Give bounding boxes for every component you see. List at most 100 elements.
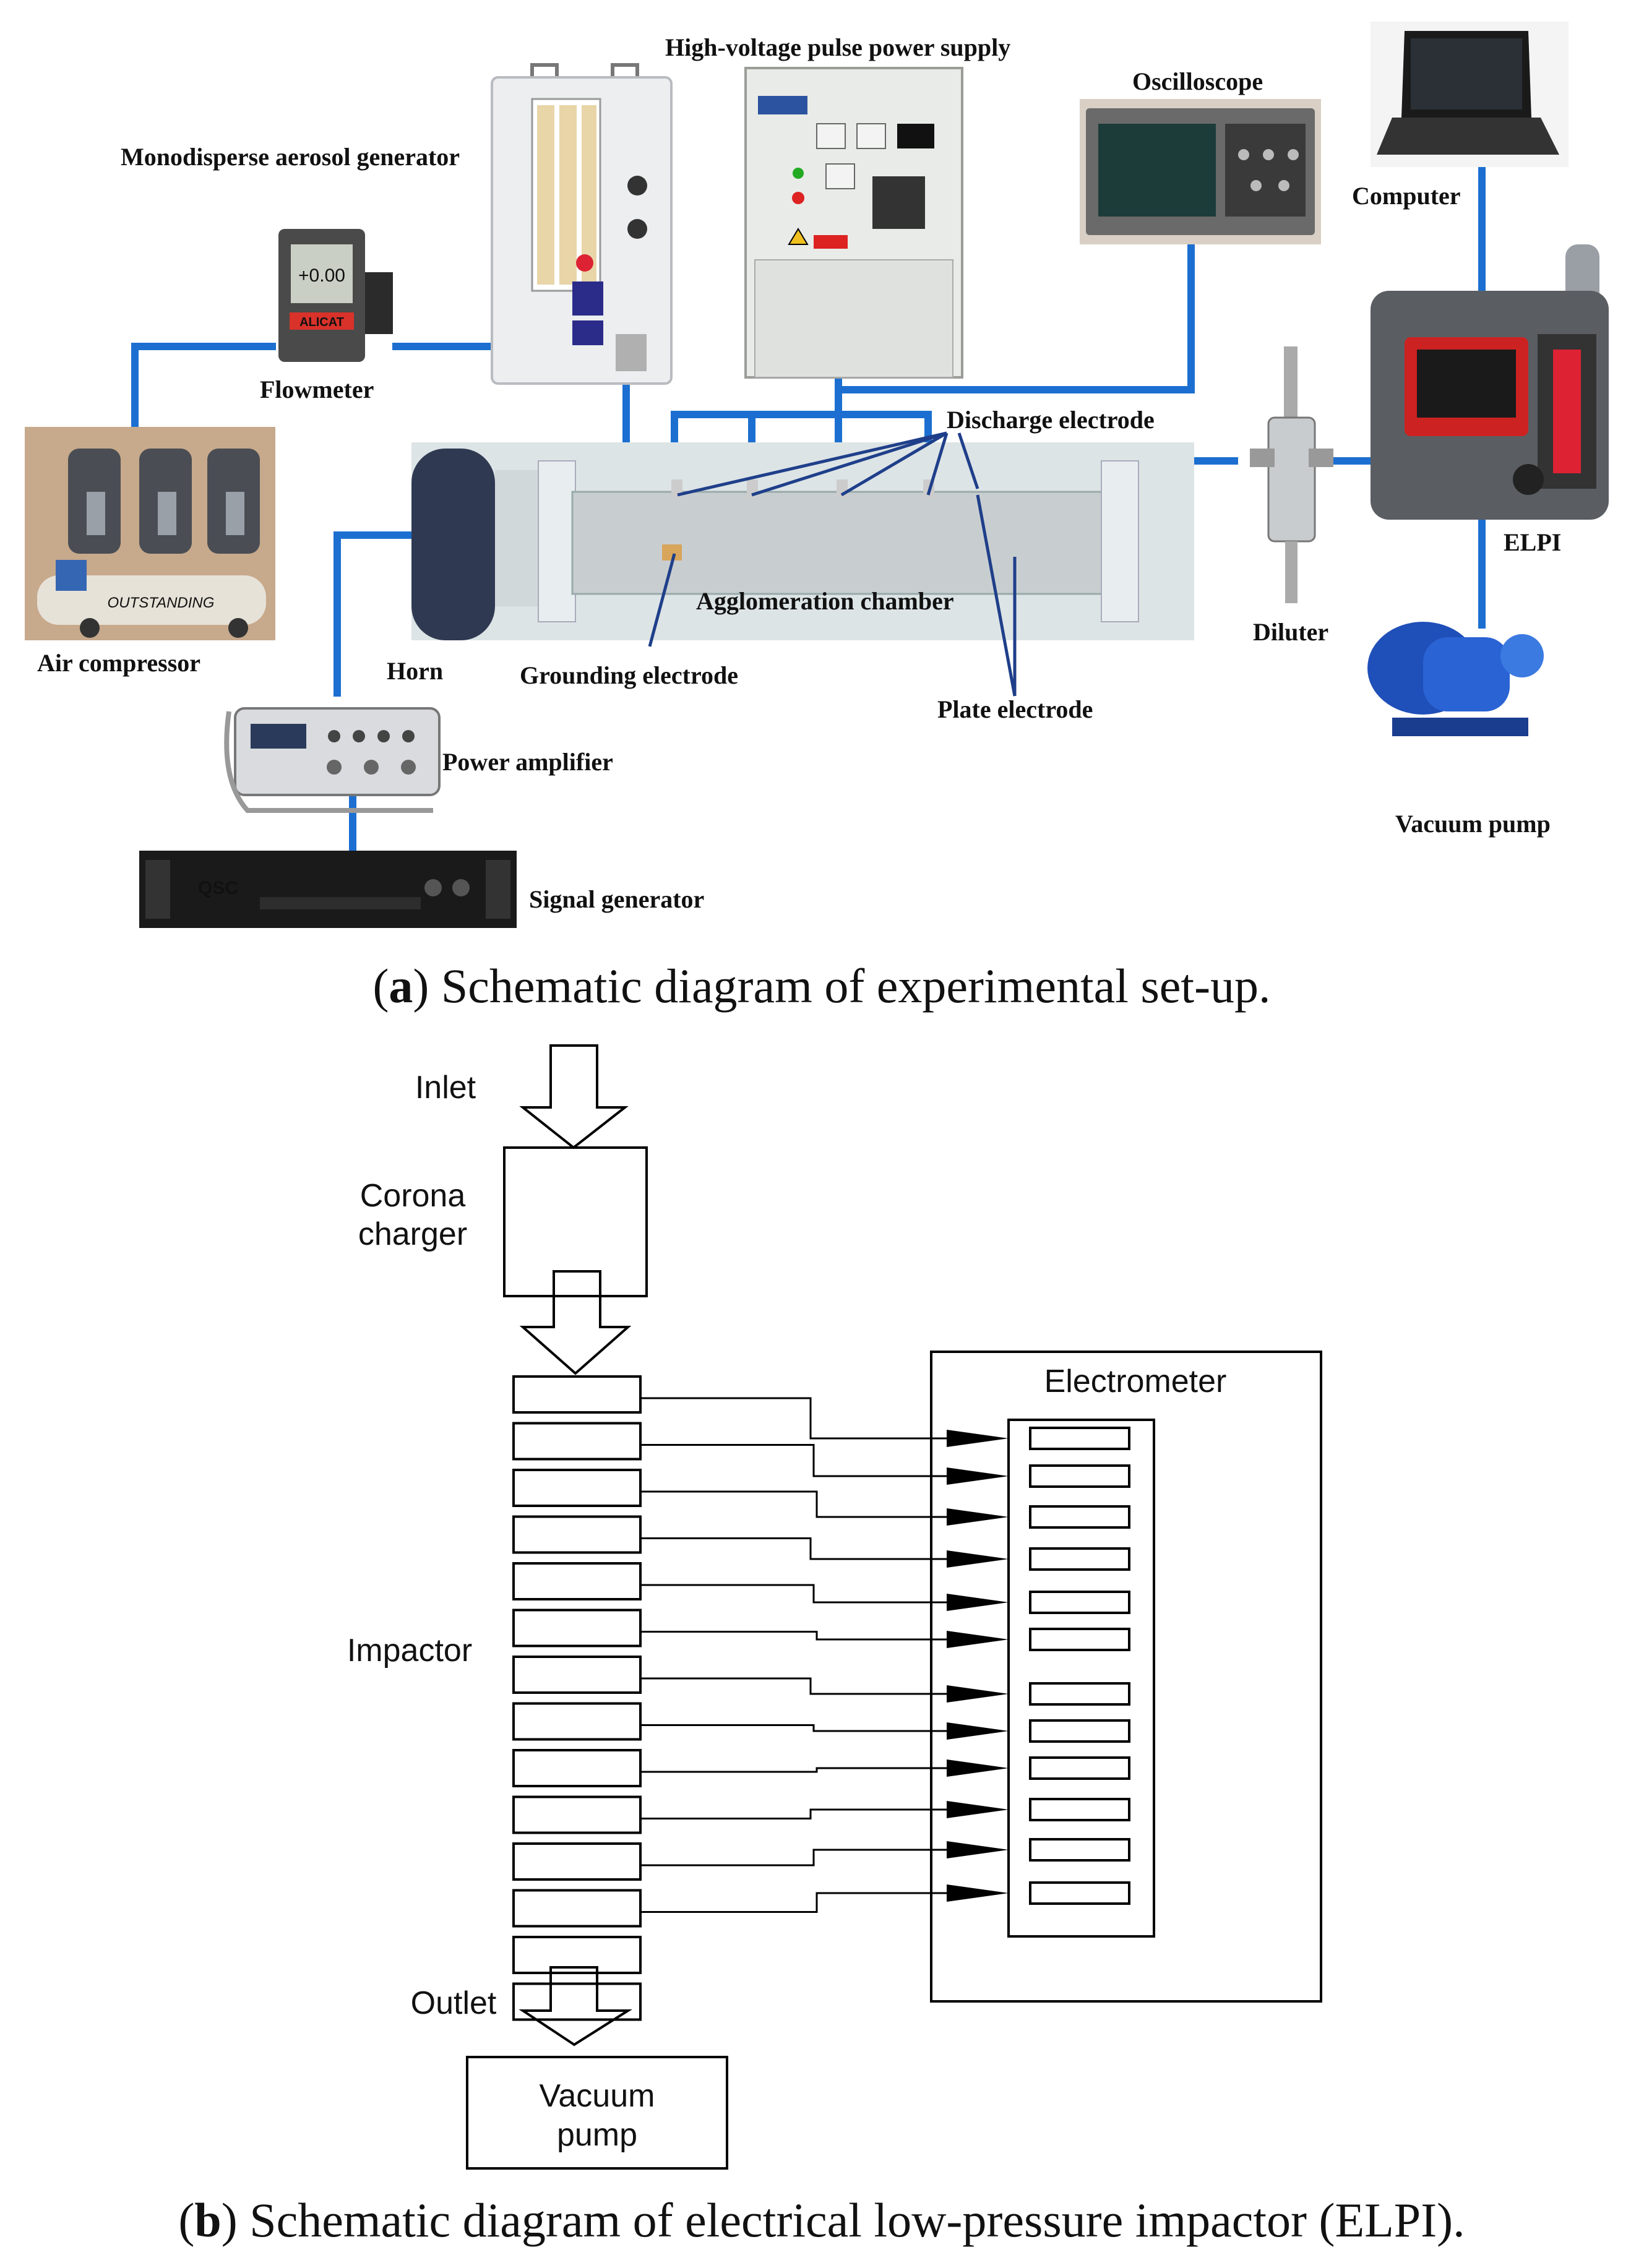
flowmeter-display-value: +0.00 [298,265,345,286]
impactor-stage [512,1422,642,1461]
electrometer-channel [1029,1682,1130,1706]
outlet-arrow [519,1966,632,2047]
electrometer-channel [1029,1719,1130,1743]
electrometer-channel [1029,1628,1130,1651]
stage-wire [640,1537,947,1560]
label-pump: pump [557,2117,637,2153]
label-diluter: Diluter [1253,618,1328,646]
label-signal-generator: Signal generator [529,885,704,913]
impactor-stage [512,1795,642,1834]
impactor-stage [512,1749,642,1787]
wire-arrowhead [947,1841,1009,1858]
label-air-compressor: Air compressor [37,649,200,677]
inlet-arrow [519,1044,629,1149]
impactor-stage [512,1469,642,1507]
impactor-stage [512,1702,642,1741]
oscilloscope-image [1080,99,1321,244]
wire-arrowhead [947,1631,1009,1648]
impactor-stage [512,1842,642,1881]
label-horn: Horn [387,657,443,685]
impactor-stages [512,1375,642,2021]
wire-arrowhead [947,1801,1009,1818]
label-flowmeter: Flowmeter [260,376,374,403]
label-corona: Corona [360,1178,466,1214]
electrometer-channel [1029,1756,1130,1780]
impactor-stage [512,1609,642,1647]
vacuum-pump-image [1367,622,1544,736]
electrometer-channel [1029,1881,1130,1905]
stage-wires [640,1397,1009,1913]
charger-outlet-arrow [519,1270,632,1375]
caption-a-letter: a [389,959,413,1013]
panel-b: Inlet Corona charger Impactor Electromet… [178,1044,1465,2247]
label-vacuum: Vacuum [540,2078,655,2114]
label-plate-electrode: Plate electrode [937,695,1093,723]
stage-wire [640,1677,947,1695]
electrometer-inner-panel [1007,1419,1155,1938]
caption-a: (a) Schematic diagram of experimental se… [372,959,1270,1013]
compressor-brand: OUTSTANDING [108,595,215,611]
electrometer-channel [1029,1838,1130,1862]
label-discharge-electrode: Discharge electrode [947,406,1155,434]
electrometer-frame [930,1351,1322,2003]
air-compressor-image: OUTSTANDING [25,427,275,640]
panel-a: +0.00 ALICAT OUTSTANDING [25,22,1609,1013]
impactor-stage [512,1375,642,1414]
stage-wire [640,1397,947,1440]
wire-arrowhead [947,1594,1009,1611]
electrometer-channel [1029,1591,1130,1614]
label-oscilloscope: Oscilloscope [1132,67,1263,95]
label-charger: charger [358,1216,467,1252]
stage-wire [640,1892,947,1913]
stage-wire [640,1584,947,1604]
impactor-stage [512,1515,642,1554]
label-aerosol-generator: Monodisperse aerosol generator [121,143,460,171]
label-agglomeration-chamber: Agglomeration chamber [696,587,954,615]
agglomeration-chamber-image [411,442,1194,640]
label-vacuum-pump: Vacuum pump [1395,810,1551,838]
caption-b-text: ) Schematic diagram of electrical low-pr… [222,2193,1465,2247]
caption-b: (b) Schematic diagram of electrical low-… [178,2193,1465,2247]
aerosol-generator-image [491,63,673,385]
label-grounding-electrode: Grounding electrode [520,661,738,689]
stage-wire [640,1808,947,1819]
label-elpi: ELPI [1504,528,1561,556]
wire-arrowhead [947,1759,1009,1777]
flowmeter-brand: ALICAT [299,316,344,329]
stage-wire [640,1631,947,1641]
diluter-image [1250,346,1333,603]
impactor-stage [512,1562,642,1600]
vacuum-pump-box [466,2056,728,2170]
stage-wire [640,1767,947,1773]
impactor-stage [512,1889,642,1928]
label-inlet: Inlet [415,1070,476,1106]
label-computer: Computer [1352,182,1461,210]
wire-arrowhead [947,1430,1009,1447]
electrometer-channel [1029,1464,1130,1488]
electrometer-channel [1029,1505,1130,1529]
electrometer-cells [1029,1427,1130,1905]
hv-power-supply-image [744,67,963,379]
electrometer-channel [1029,1427,1130,1450]
electrometer-channel [1029,1798,1130,1821]
stage-wire [640,1724,947,1732]
wire-arrowhead [947,1467,1009,1485]
wire-arrowhead [947,1884,1009,1902]
label-hv-power-supply: High-voltage pulse power supply [665,33,1010,61]
caption-a-text: ) Schematic diagram of experimental set-… [413,959,1270,1013]
label-power-amplifier: Power amplifier [442,748,613,776]
wire-arrowhead [947,1508,1009,1526]
corona-charger-box [503,1146,648,1297]
stage-wire [640,1849,947,1866]
electrometer-channel [1029,1547,1130,1571]
stage-wire [640,1444,947,1477]
wire-arrowhead [947,1685,1009,1703]
amplifier-brand: QSC [198,878,238,898]
flowmeter-image: +0.00 ALICAT [278,229,393,362]
elpi-image [1371,244,1609,520]
pointer-lines [648,431,1017,697]
impactor-stage [512,1982,642,2021]
caption-b-letter: b [194,2193,221,2247]
label-electrometer: Electrometer [1044,1364,1227,1399]
